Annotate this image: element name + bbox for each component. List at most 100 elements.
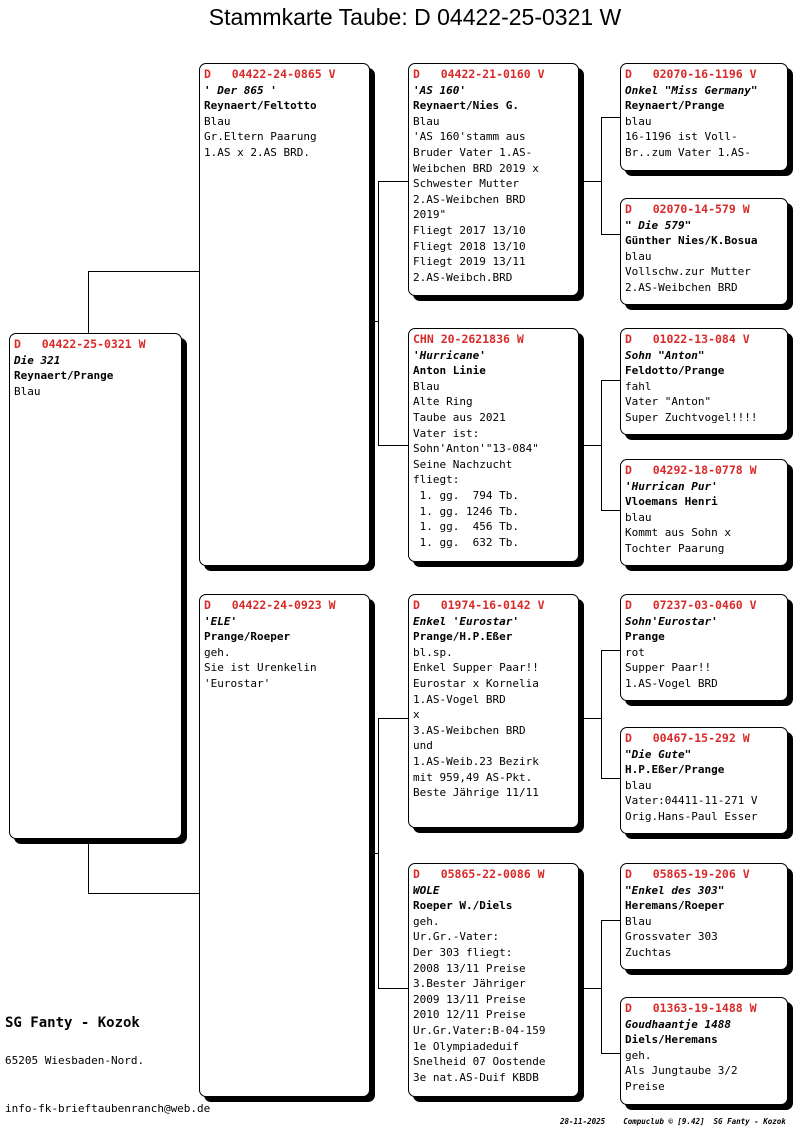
info-line: Eurostar x Kornelia <box>413 676 539 690</box>
info-line: 1.AS-Weib.23 Bezirk <box>413 754 539 768</box>
info-line: und <box>413 739 433 753</box>
breeder: Prange/H.P.Eßer <box>413 630 513 644</box>
pigeon-card-father-mother[interactable]: CHN 20-2621836 W 'Hurricane' Anton Linie… <box>408 328 579 562</box>
breeder: Prange/Roeper <box>204 630 291 644</box>
info-line: Vater:04411-11-271 V <box>625 794 758 808</box>
info-line: 3.AS-Weibchen BRD <box>413 723 526 737</box>
connector-fm-h <box>583 445 601 446</box>
pigeon-name: Die 321 <box>14 353 61 367</box>
connector-mm-mmf-h <box>601 920 620 921</box>
ring-number: D 01022-13-084 V <box>625 332 750 346</box>
connector-ff-ffm-h <box>601 234 620 235</box>
pigeon-card-mother-mother[interactable]: D 05865-22-0086 W WOLE Roeper W./Diels g… <box>408 863 579 1097</box>
info-line: 2010 12/11 Preise <box>413 1008 526 1022</box>
info-line: 1e Olympiadeduif <box>413 1039 519 1053</box>
info-line: blau <box>625 778 652 792</box>
pigeon-card-fmf[interactable]: D 01022-13-084 V Sohn "Anton" Feldotto/P… <box>620 328 788 435</box>
info-line: 1.AS x 2.AS BRD. <box>204 145 310 159</box>
connector-mother-h <box>370 853 378 854</box>
info-line: 2019" <box>413 208 447 222</box>
breeder: Reynaert/Prange <box>14 369 114 383</box>
breeder: Heremans/Roeper <box>625 899 725 913</box>
breeder: Feldotto/Prange <box>625 364 725 378</box>
info-line: geh. <box>413 914 440 928</box>
pigeon-card-fmm[interactable]: D 04292-18-0778 W 'Hurrican Pur' Vloeman… <box>620 459 788 566</box>
pigeon-card-mmm[interactable]: D 01363-19-1488 W Goudhaantje 1488 Diels… <box>620 997 788 1105</box>
connector-father-ff-h <box>378 181 408 182</box>
ring-number: D 05865-22-0086 W <box>413 867 545 881</box>
pigeon-name: Sohn "Anton" <box>625 348 705 362</box>
info-line: Beste Jährige 11/11 <box>413 786 539 800</box>
connector-subject-father-v <box>88 271 89 333</box>
info-line: Seine Nachzucht <box>413 457 513 471</box>
info-line: Tochter Paarung <box>625 541 725 555</box>
info-line: blau <box>625 114 652 128</box>
connector-mf-mfm-h <box>601 778 620 779</box>
pigeon-name: Onkel "Miss Germany" <box>625 83 758 97</box>
pigeon-card-subject[interactable]: D 04422-25-0321 W Die 321 Reynaert/Prang… <box>9 333 182 839</box>
connector-fm-v <box>601 380 602 510</box>
info-line: 1. gg. 794 Tb. <box>413 488 519 502</box>
pigeon-name: 'Hurricane' <box>413 348 486 362</box>
breeder: H.P.Eßer/Prange <box>625 763 725 777</box>
pigeon-card-mff[interactable]: D 07237-03-0460 V Sohn'Eurostar' Prange … <box>620 594 788 701</box>
info-line: 2009 13/11 Preise <box>413 992 526 1006</box>
info-line: Blau <box>204 114 231 128</box>
breeder: Günther Nies/K.Bosua <box>625 234 758 248</box>
pigeon-card-mfm[interactable]: D 00467-15-292 W "Die Gute" H.P.Eßer/Pra… <box>620 727 788 834</box>
breeder: Diels/Heremans <box>625 1033 718 1047</box>
connector-father-fm-h <box>378 445 408 446</box>
club-address: 65205 Wiesbaden-Nord. <box>5 1054 145 1067</box>
pigeon-name: "Enkel des 303" <box>625 883 725 897</box>
info-line: Preise <box>625 1079 665 1093</box>
connector-father-h <box>370 321 378 322</box>
pigeon-name: " Die 579" <box>625 218 692 232</box>
info-line: Br..zum Vater 1.AS- <box>625 145 751 159</box>
print-info: 28-11-2025 Compuclub © [9.42] SG Fanty -… <box>560 1117 786 1126</box>
info-line: Schwester Mutter <box>413 177 519 191</box>
info-line: 'Eurostar' <box>204 676 271 690</box>
info-line: fahl <box>625 379 652 393</box>
connector-mm-v <box>601 920 602 1053</box>
page-title: Stammkarte Taube: D 04422-25-0321 W <box>208 4 622 30</box>
ring-number: D 04422-21-0160 V <box>413 67 545 81</box>
pigeon-name: "Die Gute" <box>625 747 692 761</box>
pigeon-card-mother-father[interactable]: D 01974-16-0142 V Enkel 'Eurostar' Prang… <box>408 594 579 828</box>
breeder: Roeper W./Diels <box>413 899 513 913</box>
pigeon-card-mother[interactable]: D 04422-24-0923 W 'ELE' Prange/Roeper ge… <box>199 594 370 1097</box>
ring-number: D 01363-19-1488 W <box>625 1001 757 1015</box>
info-line: Supper Paar!! <box>625 661 712 675</box>
info-line: bl.sp. <box>413 645 453 659</box>
info-line: Vater "Anton" <box>625 395 712 409</box>
pigeon-name: Sohn'Eurostar' <box>625 614 718 628</box>
pigeon-name: 'Hurrican Pur' <box>625 479 718 493</box>
club-name: SG Fanty - Kozok <box>5 1015 140 1031</box>
info-line: mit 959,49 AS-Pkt. <box>413 770 533 784</box>
info-line: Blau <box>413 379 440 393</box>
connector-mf-h <box>583 718 601 719</box>
info-line: 1.AS-Vogel BRD <box>413 692 506 706</box>
connector-mm-h <box>583 988 601 989</box>
ring-number: D 01974-16-0142 V <box>413 598 545 612</box>
connector-mf-mff-h <box>601 650 620 651</box>
info-line: Als Jungtaube 3/2 <box>625 1064 738 1078</box>
club-email[interactable]: info-fk-brieftaubenranch@web.de <box>5 1102 211 1115</box>
info-line: geh. <box>204 645 231 659</box>
pigeon-card-mmf[interactable]: D 05865-19-206 V "Enkel des 303" Hereman… <box>620 863 788 970</box>
ring-number: CHN 20-2621836 W <box>413 332 524 346</box>
info-line: Bruder Vater 1.AS- <box>413 145 533 159</box>
info-line: Vater ist: <box>413 426 480 440</box>
breeder: Reynaert/Prange <box>625 99 725 113</box>
connector-ff-h <box>583 181 601 182</box>
info-line: 1. gg. 1246 Tb. <box>413 504 519 518</box>
pigeon-card-father-father[interactable]: D 04422-21-0160 V 'AS 160' Reynaert/Nies… <box>408 63 579 296</box>
info-line: rot <box>625 645 645 659</box>
pigeon-card-ffm[interactable]: D 02070-14-579 W " Die 579" Günther Nies… <box>620 198 788 305</box>
pigeon-card-fff[interactable]: D 02070-16-1196 V Onkel "Miss Germany" R… <box>620 63 788 171</box>
info-line: 3e nat.AS-Duif KBDB <box>413 1070 539 1084</box>
info-line: Sohn'Anton'"13-084" <box>413 442 539 456</box>
ring-number: D 04422-24-0923 W <box>204 598 336 612</box>
pigeon-card-father[interactable]: D 04422-24-0865 V ' Der 865 ' Reynaert/F… <box>199 63 370 566</box>
info-line: Gr.Eltern Paarung <box>204 130 317 144</box>
connector-mother-mm-h <box>378 988 408 989</box>
